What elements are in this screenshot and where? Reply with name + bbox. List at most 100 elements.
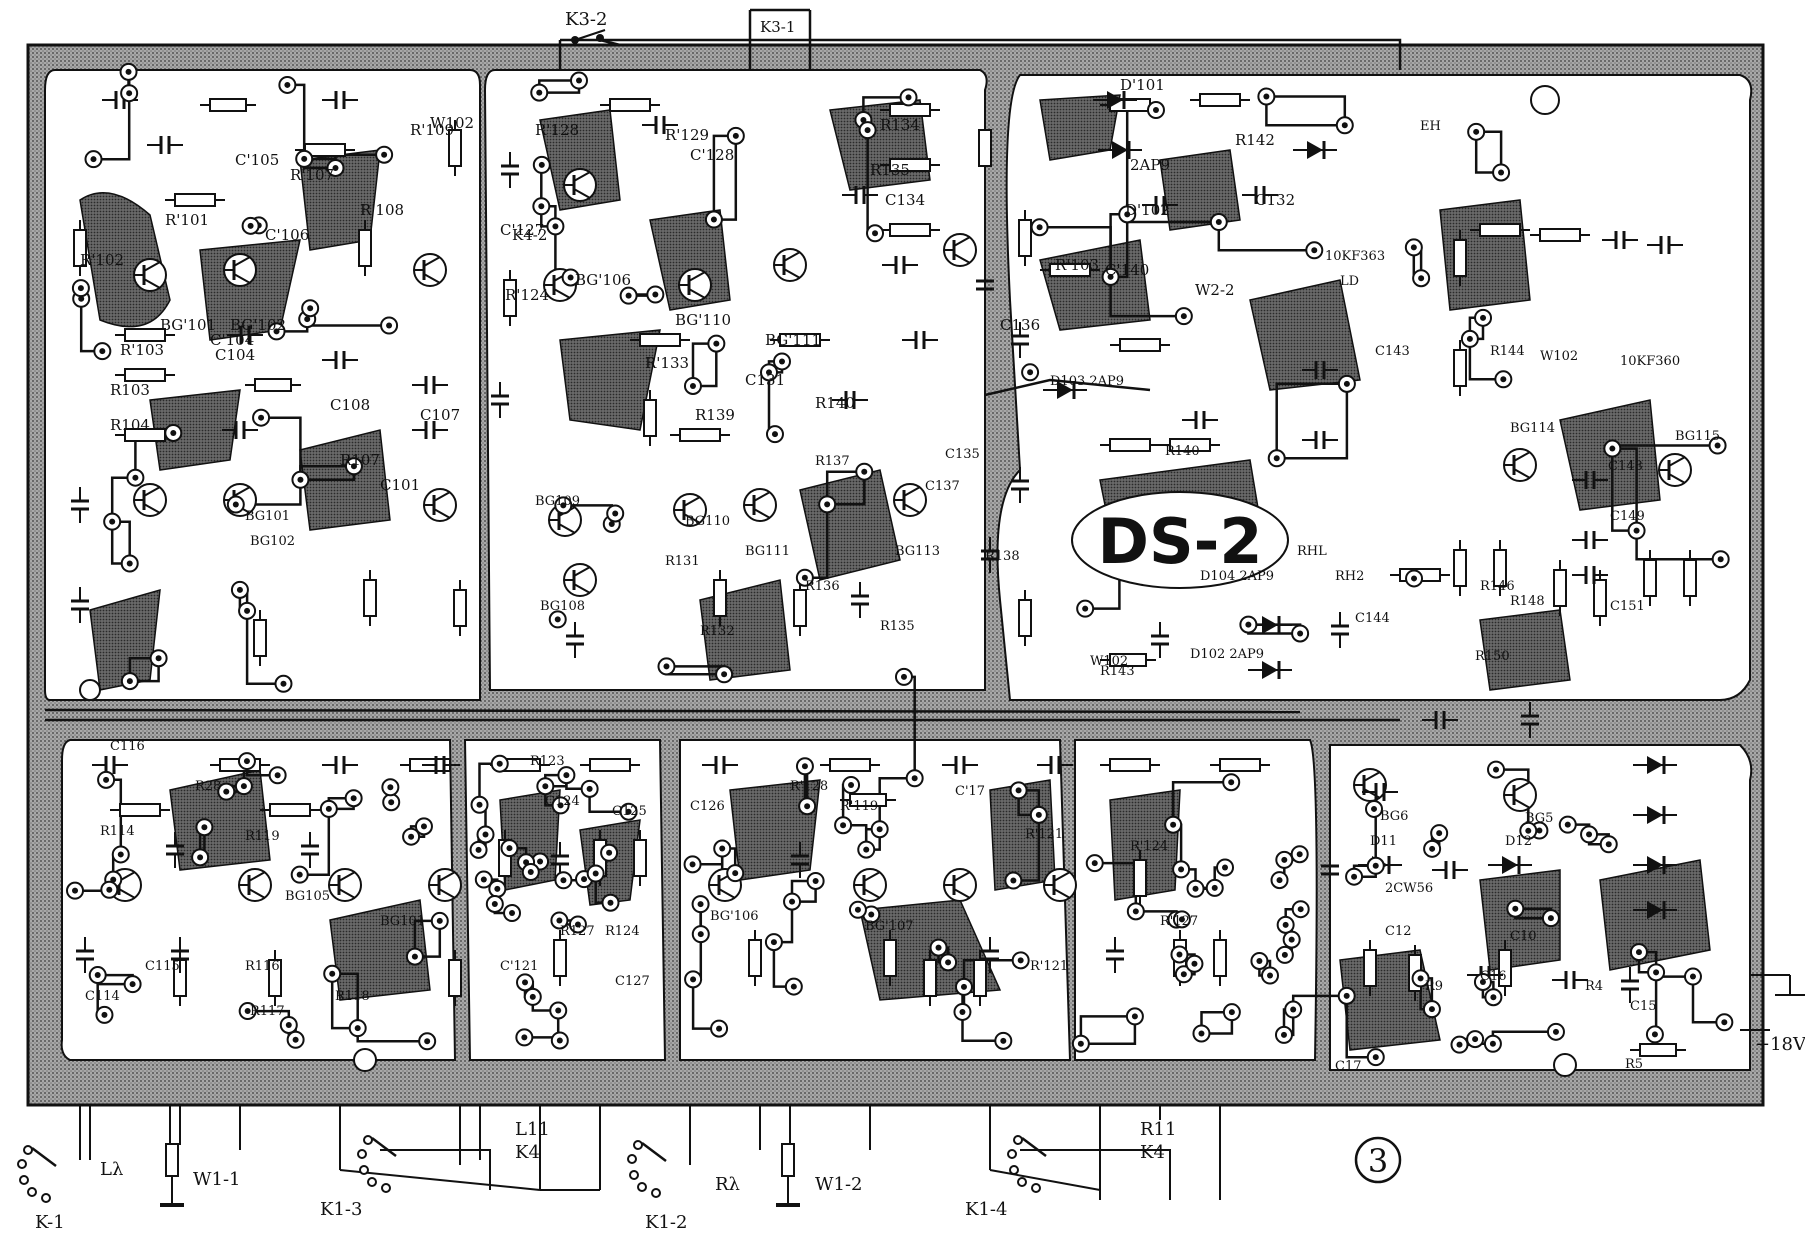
capacitor: [791, 842, 809, 878]
component-label: BG'107: [865, 919, 914, 934]
component-label: C115: [145, 959, 180, 974]
resistor: [1100, 758, 1160, 772]
resistor: [73, 220, 87, 276]
resistor: [713, 570, 727, 626]
capacitor: [76, 937, 94, 973]
solder-pad: [521, 863, 540, 882]
resistor: [503, 270, 517, 326]
solder-pad: [88, 966, 107, 985]
solder-pad: [1603, 439, 1622, 458]
solder-pad: [1450, 1035, 1469, 1054]
diode: [1093, 91, 1137, 109]
solder-pad: [894, 667, 913, 686]
solder-pad: [1506, 899, 1525, 918]
component-label: R118: [335, 989, 370, 1004]
component-label: R'107: [290, 166, 334, 184]
component-label: C'121: [500, 959, 538, 974]
solder-pad: [414, 817, 433, 836]
solder-pad: [1170, 945, 1189, 964]
solder-pad: [100, 880, 119, 899]
component-label: R150: [1475, 649, 1510, 664]
component-label: 10KF363: [1325, 249, 1385, 264]
solder-pad: [606, 504, 625, 523]
solder-pad: [1076, 599, 1095, 618]
external-label: K1-2: [645, 1212, 687, 1233]
component-label: D12: [1505, 834, 1532, 849]
resistor: [1453, 540, 1467, 596]
component-label: R'121: [1025, 827, 1063, 842]
trace: [1171, 780, 1232, 825]
component-label: R142: [1235, 131, 1275, 149]
transistor: [773, 248, 807, 282]
trace: [1276, 383, 1349, 460]
solder-pad: [1164, 815, 1183, 834]
solder-pad: [405, 947, 424, 966]
transistor: [548, 503, 582, 537]
solder-pad: [380, 316, 399, 335]
diode: [1488, 856, 1532, 874]
capacitor: [1572, 471, 1608, 489]
trace: [827, 471, 866, 506]
component-label: BG'106: [710, 909, 759, 924]
component-label: 2AP9: [1130, 156, 1170, 174]
solder-pad: [870, 820, 889, 839]
component-label: R146: [1480, 579, 1515, 594]
component-label: C148: [1608, 459, 1643, 474]
solder-pad: [1172, 860, 1191, 879]
solder-pad: [241, 216, 260, 235]
solder-pad: [548, 610, 567, 629]
solder-pad: [1484, 988, 1503, 1007]
resistor: [1160, 438, 1220, 452]
component-label: C'140: [1105, 261, 1149, 279]
solder-pad: [111, 845, 130, 864]
resistor: [448, 950, 462, 1006]
component-label: R4: [1585, 979, 1603, 994]
component-label: R28: [195, 779, 221, 794]
trace: [1265, 96, 1345, 127]
external-label: W1-2: [815, 1174, 863, 1195]
transistor: [893, 483, 927, 517]
resistor: [1593, 570, 1607, 626]
solder-pad: [1708, 436, 1727, 455]
solder-pad: [1257, 87, 1276, 106]
capacitor: [1602, 231, 1638, 249]
solder-pad: [929, 938, 948, 957]
potentiometer: [776, 1143, 800, 1207]
capacitor: [1302, 431, 1338, 449]
external-label: R11: [1140, 1119, 1176, 1140]
capacitor: [1011, 322, 1029, 358]
transistor: [413, 253, 447, 287]
solder-pad: [568, 915, 587, 934]
external-label: W1-1: [193, 1169, 241, 1190]
transistor: [1353, 768, 1387, 802]
solder-pad: [268, 766, 287, 785]
component-label: BG'111: [765, 331, 821, 349]
solder-pad: [1305, 241, 1324, 260]
component-label: R'101: [165, 211, 209, 229]
solder-pad: [348, 1019, 367, 1038]
component-label: C'106: [265, 226, 309, 244]
component-label: R148: [1510, 594, 1545, 609]
component-label: C'104: [210, 331, 254, 349]
trace: [1691, 976, 1725, 1024]
component-label: C108: [330, 396, 370, 414]
component-label: BG5: [1525, 811, 1553, 826]
solder-pad: [806, 871, 825, 890]
capacitor: [71, 587, 89, 623]
island-bottom-4: [1074, 739, 1318, 1061]
component-label: BG111: [745, 544, 790, 559]
component-label: W102: [430, 114, 474, 132]
solder-pad: [195, 818, 214, 837]
trace: [1345, 995, 1376, 1059]
resistor: [793, 580, 807, 636]
trace: [1109, 276, 1184, 318]
component-label: BG102: [250, 534, 295, 549]
component-label: C16: [1480, 969, 1507, 984]
trace: [825, 470, 865, 505]
resistor: [1363, 940, 1377, 996]
capacitor: [981, 537, 999, 573]
solder-pad: [93, 342, 112, 361]
solder-pad: [120, 84, 139, 103]
solder-pad: [66, 881, 85, 900]
capacitor: [147, 136, 183, 154]
